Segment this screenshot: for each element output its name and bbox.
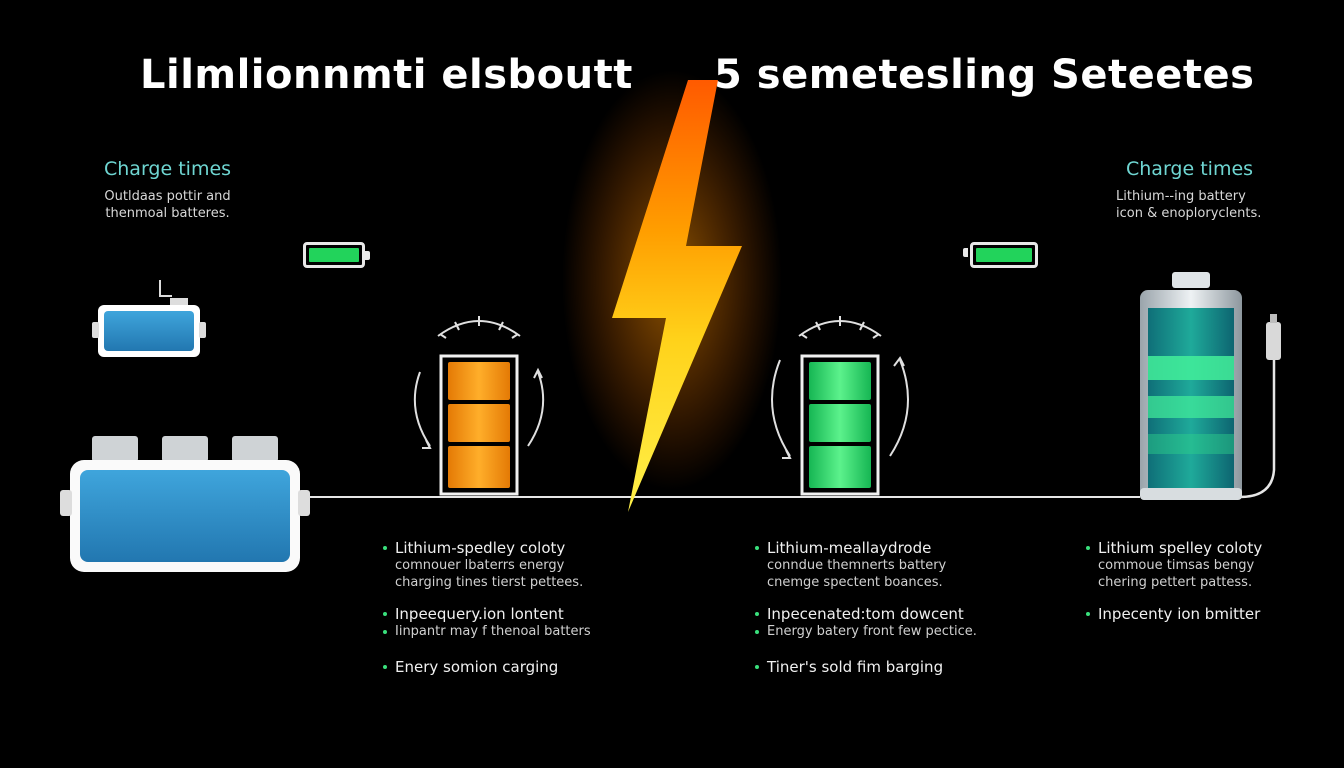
right-caption-line: Lithium--ing battery — [1116, 189, 1246, 204]
list-item: Inpecenated:tom dowcent — [755, 605, 977, 623]
small-blue-battery-icon — [92, 280, 206, 357]
list-item: Inpecenty ion bmitter — [1086, 605, 1262, 623]
list-item-sub: Energy batery front few pectice. — [755, 623, 977, 640]
list-item-sub: comnouer lbaterrs energy — [395, 558, 565, 573]
list-item: Inpeequery.ion lontent — [383, 605, 591, 623]
list-item-sub: charging tines tierst pettees. — [395, 575, 584, 590]
large-blue-battery-icon — [60, 436, 310, 572]
left-caption-line: Outldaas pottir and — [104, 189, 231, 204]
list-item-sub: chering pettert pattess. — [1098, 575, 1253, 590]
list-item: Enery somion carging — [383, 658, 591, 676]
left-caption-line: thenmoal batteres. — [105, 206, 230, 221]
list-item: Lithium-meallaydrode — [755, 539, 977, 557]
column-1-list: Lithium-spedley coloty comnouer lbaterrs… — [383, 539, 591, 676]
charging-cable-icon — [1239, 360, 1276, 499]
right-caption: Charge times Lithium--ing battery icon &… — [1116, 158, 1261, 222]
list-item-sub: conndue themnerts battery — [767, 558, 947, 573]
right-title: 5 semetesling Seteetes — [714, 52, 1255, 98]
cylindrical-battery-icon — [1140, 272, 1242, 500]
list-item-sub: commoue timsas bengy — [1098, 558, 1255, 573]
list-item-sub: cnemge spectent boances. — [767, 575, 943, 590]
column-3-list: Lithium spelley coloty commoue timsas be… — [1086, 539, 1262, 623]
green-battery-icon — [800, 354, 880, 496]
right-caption-heading: Charge times — [1126, 158, 1254, 180]
cable-plug — [1266, 322, 1281, 360]
column-2-list: Lithium-meallaydrode conndue themnerts b… — [755, 539, 977, 676]
list-item: Tiner's sold fim barging — [755, 658, 977, 676]
left-caption: Charge times Outldaas pottir and thenmoa… — [104, 158, 231, 222]
right-caption-line: icon & enoploryclents. — [1116, 206, 1262, 221]
list-item: Lithium-spedley coloty — [383, 539, 591, 557]
battery-full-icon — [970, 242, 1038, 268]
battery-tip-icon — [963, 248, 968, 257]
charge-gauge-icon — [771, 316, 909, 459]
charge-gauge-icon — [413, 316, 545, 449]
lightning-bolt-icon — [612, 80, 742, 512]
left-title: Lilmlionnmti elsboutt — [140, 52, 633, 98]
orange-battery-icon — [439, 354, 519, 496]
list-item: Lithium spelley coloty — [1086, 539, 1262, 557]
battery-full-icon — [303, 242, 370, 268]
list-item-sub: Iinpantr may f thenoal batters — [383, 623, 591, 640]
left-caption-heading: Charge times — [104, 158, 232, 180]
